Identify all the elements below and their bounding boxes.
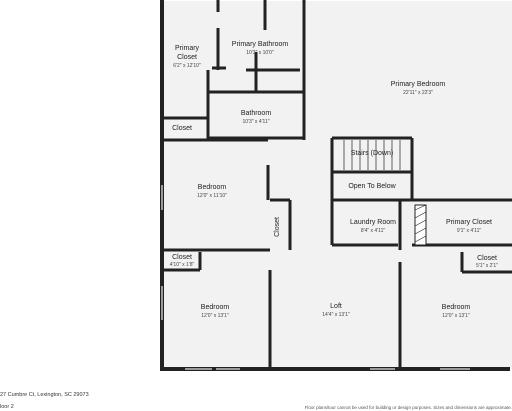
- laundry-appliance: [414, 204, 427, 246]
- bedroom-mid-dims: 12'0" x 11'10": [197, 193, 227, 199]
- primary-closet-top-dims: 6'2" x 12'10": [173, 63, 201, 69]
- closet-left-bottom-dims: 4'10" x 1'8": [170, 262, 195, 268]
- primary-bedroom-dims: 22'11" x 22'3": [403, 90, 433, 96]
- property-address: 27 Cumbre Ct, Lexington, SC 29073: [0, 392, 89, 398]
- loft-label: Loft: [330, 303, 342, 310]
- primary-closet-mid-dims: 9'1" x 4'11": [457, 228, 481, 234]
- room-labels: Primary Closet 6'2" x 12'10" Primary Bat…: [170, 41, 498, 319]
- primary-bathroom-dims: 10'3" x 10'0": [246, 50, 274, 56]
- disclaimer: Floor plans/tour cannot be used for buil…: [304, 405, 512, 410]
- closet-right-bottom-label: Closet: [477, 255, 497, 262]
- bathroom-dims: 10'3" x 4'11": [242, 119, 269, 125]
- closet-right-bottom-dims: 5'1" x 2'1": [476, 263, 498, 269]
- bathroom-label: Bathroom: [241, 110, 272, 117]
- stairs-treads: [343, 140, 401, 170]
- stairs-label: Stairs (Down): [351, 150, 393, 157]
- bedroom-left-bottom-label: Bedroom: [201, 304, 230, 311]
- bedroom-right-bottom-dims: 12'0" x 13'1": [442, 313, 470, 319]
- primary-closet-mid-label: Primary Closet: [446, 219, 492, 226]
- closet-small-top-label: Closet: [172, 125, 192, 132]
- laundry-label: Laundry Room: [350, 219, 396, 226]
- interior-walls: [162, 0, 512, 369]
- windows: [161, 185, 470, 370]
- primary-bathroom-label: Primary Bathroom: [232, 41, 289, 48]
- bedroom-left-bottom-dims: 12'0" x 13'1": [201, 313, 229, 319]
- loft-dims: 14'4" x 13'1": [322, 312, 350, 318]
- closet-vertical-label: Closet: [274, 217, 281, 237]
- open-to-below-label: Open To Below: [348, 183, 396, 190]
- bedroom-right-bottom-label: Bedroom: [442, 304, 471, 311]
- bedroom-mid-label: Bedroom: [198, 184, 227, 191]
- floor-label: loor 2: [0, 404, 14, 410]
- primary-closet-top-label-2: Closet: [177, 54, 197, 61]
- laundry-dims: 8'4" x 4'11": [361, 228, 385, 234]
- appliance-hatch: [414, 204, 427, 243]
- primary-bedroom-label: Primary Bedroom: [391, 81, 446, 88]
- primary-closet-top-label-1: Primary: [175, 45, 200, 52]
- closet-left-bottom-label: Closet: [172, 254, 192, 261]
